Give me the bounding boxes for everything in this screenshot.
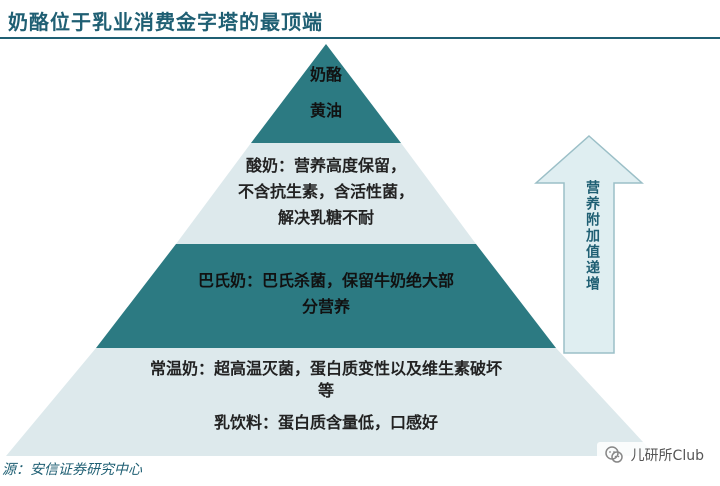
arrow-label: 营养附加值递增 <box>584 180 600 292</box>
pyramid-tier-top <box>251 44 401 143</box>
tier-3-line-1: 巴氏奶：巴氏杀菌，保留牛奶绝大部 <box>197 271 454 290</box>
tier-base-line-1: 常温奶：超高温灭菌，蛋白质变性以及维生素破坏 <box>149 359 502 378</box>
tier-base-line-2: 等 <box>317 381 334 400</box>
watermark-text: 儿研所Club <box>630 448 704 464</box>
tier-top-label: 奶酪 黄油 <box>266 62 386 124</box>
watermark: 儿研所Club <box>596 442 710 468</box>
tier-top-line-2: 黄油 <box>309 101 342 120</box>
tier-3-label: 巴氏奶：巴氏杀菌，保留牛奶绝大部 分营养 <box>126 268 526 320</box>
page-title: 奶酪位于乳业消费金字塔的最顶端 <box>8 10 323 34</box>
tier-base-line-3: 乳饮料：蛋白质含量低，口感好 <box>213 413 438 432</box>
pyramid-tier-3 <box>96 244 556 348</box>
pyramid-tier-2 <box>176 143 476 244</box>
tier-3-line-2: 分营养 <box>301 297 350 316</box>
tier-2-line-2: 不含抗生素，含活性菌， <box>237 182 414 201</box>
tier-base-label: 常温奶：超高温灭菌，蛋白质变性以及维生素破坏 等 乳饮料：蛋白质含量低，口感好 <box>96 358 556 434</box>
source-note: 源：安信证券研究中心 <box>2 462 142 478</box>
tier-2-line-3: 解决乳糖不耐 <box>277 208 374 227</box>
tier-2-label: 酸奶：营养高度保留， 不含抗生素，含活性菌， 解决乳糖不耐 <box>186 153 466 231</box>
tier-2-line-1: 酸奶：营养高度保留， <box>245 156 406 175</box>
wechat-icon <box>604 446 623 463</box>
title-divider <box>0 37 720 39</box>
pyramid-tier-base <box>6 348 656 456</box>
tier-top-line-1: 奶酪 <box>309 65 342 84</box>
